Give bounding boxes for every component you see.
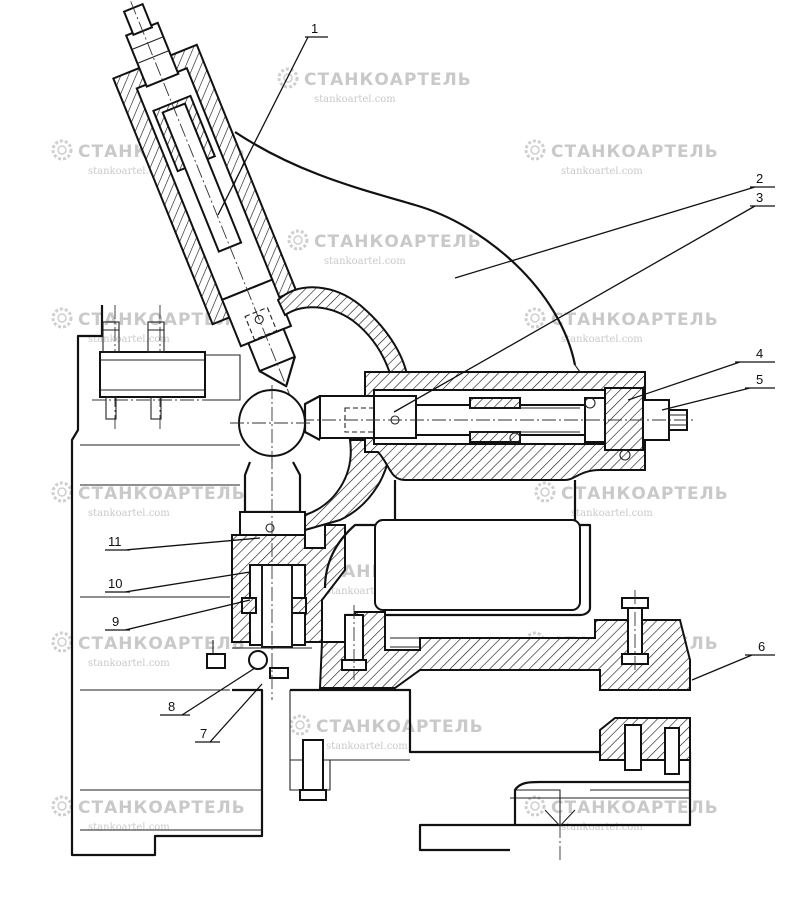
watermark: СТАНКОАРТЕЛЬ stankoartel.com	[534, 481, 729, 519]
ball	[230, 385, 310, 462]
lower-vertical-unit	[206, 455, 346, 700]
watermark: СТАНКОАРТЕЛЬ stankoartel.com	[524, 307, 719, 345]
callout-6: 6	[758, 639, 765, 654]
svg-text:СТАНКОАРТЕЛЬ: СТАНКОАРТЕЛЬ	[551, 142, 719, 162]
svg-text:stankoartel.com: stankoartel.com	[326, 586, 408, 597]
svg-text:СТАНКОАРТЕЛЬ: СТАНКОАРТЕЛЬ	[78, 310, 246, 330]
callout-5: 5	[756, 372, 763, 387]
callout-3: 3	[756, 190, 763, 205]
callout-8: 8	[168, 699, 175, 714]
watermark: СТАНКОАРТЕЛЬ stankoartel.com	[289, 714, 484, 752]
svg-text:stankoartel.com: stankoartel.com	[561, 334, 643, 345]
base-plate	[289, 590, 692, 860]
main-frame	[234, 131, 695, 532]
machine-body-left	[70, 305, 264, 857]
callout-11: 11	[108, 534, 122, 549]
svg-text:stankoartel.com: stankoartel.com	[324, 256, 406, 267]
upper-angled-cylinder	[112, 1, 298, 396]
svg-text:stankoartel.com: stankoartel.com	[561, 822, 643, 833]
svg-text:СТАНКОАРТЕЛЬ: СТАНКОАРТЕЛЬ	[314, 232, 482, 252]
callout-9: 9	[112, 614, 119, 629]
watermark: СТАНКОАРТЕЛЬ stankoartel.com	[524, 139, 719, 177]
frame-web	[323, 480, 600, 648]
callout-4: 4	[756, 346, 763, 361]
leader-lines	[105, 36, 775, 743]
svg-text:stankoartel.com: stankoartel.com	[88, 334, 170, 345]
watermark: СТАНКОАРТЕЛЬ stankoartel.com	[51, 307, 246, 345]
callout-2: 2	[756, 171, 763, 186]
svg-text:СТАНКОАРТЕЛЬ: СТАНКОАРТЕЛЬ	[78, 484, 246, 504]
watermark: СТАНКОАРТЕЛЬ stankoartel.com	[51, 631, 246, 669]
watermark: СТАНКОАРТЕЛЬ stankoartel.com	[524, 795, 719, 833]
svg-text:СТАНКОАРТЕЛЬ: СТАНКОАРТЕЛЬ	[561, 484, 729, 504]
callout-10: 10	[108, 576, 122, 591]
watermark: СТАНКОАРТЕЛЬ stankoartel.com	[287, 229, 482, 267]
svg-text:stankoartel.com: stankoartel.com	[88, 822, 170, 833]
svg-text:stankoartel.com: stankoartel.com	[561, 166, 643, 177]
svg-text:stankoartel.com: stankoartel.com	[326, 741, 408, 752]
callout-7: 7	[200, 726, 207, 741]
svg-text:stankoartel.com: stankoartel.com	[314, 94, 396, 105]
svg-text:СТАНКОАРТЕЛЬ: СТАНКОАРТЕЛЬ	[78, 634, 246, 654]
stud-bolt	[100, 321, 205, 420]
svg-text:СТАНКОАРТЕЛЬ: СТАНКОАРТЕЛЬ	[551, 310, 719, 330]
callout-labels: 1 2 3 4 5 6 7 8 9 10 11	[108, 21, 765, 741]
callout-1: 1	[311, 21, 318, 36]
svg-text:СТАНКОАРТЕЛЬ: СТАНКОАРТЕЛЬ	[551, 798, 719, 818]
svg-text:stankoartel.com: stankoartel.com	[571, 508, 653, 519]
watermark: СТАНКОАРТЕЛЬ stankoartel.com	[277, 67, 472, 105]
svg-text:СТАНКОАРТЕЛЬ: СТАНКОАРТЕЛЬ	[304, 70, 472, 90]
svg-text:СТАНКОАРТЕЛЬ: СТАНКОАРТЕЛЬ	[78, 798, 246, 818]
svg-text:СТАНКОАРТЕЛЬ: СТАНКОАРТЕЛЬ	[316, 717, 484, 737]
watermark: СТАНКОАРТЕЛЬ stankoartel.com	[51, 795, 246, 833]
svg-text:stankoartel.com: stankoartel.com	[88, 166, 170, 177]
svg-text:stankoartel.com: stankoartel.com	[88, 658, 170, 669]
watermark: СТАНКОАРТЕЛЬ stankoartel.com	[51, 481, 246, 519]
svg-text:stankoartel.com: stankoartel.com	[88, 508, 170, 519]
